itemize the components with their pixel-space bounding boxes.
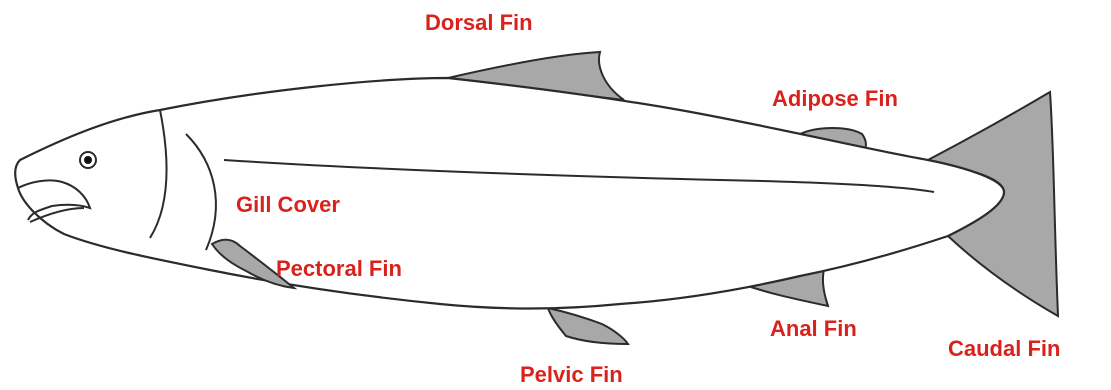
- label-dorsal-fin: Dorsal Fin: [425, 10, 533, 35]
- pupil: [84, 156, 92, 164]
- label-pelvic-fin: Pelvic Fin: [520, 362, 623, 387]
- label-gill-cover: Gill Cover: [236, 192, 340, 217]
- label-anal-fin: Anal Fin: [770, 316, 857, 341]
- label-adipose-fin: Adipose Fin: [772, 86, 898, 111]
- label-caudal-fin: Caudal Fin: [948, 336, 1060, 361]
- label-pectoral-fin: Pectoral Fin: [276, 256, 402, 281]
- pelvic-fin: [548, 308, 628, 344]
- fish-body: [15, 78, 1004, 309]
